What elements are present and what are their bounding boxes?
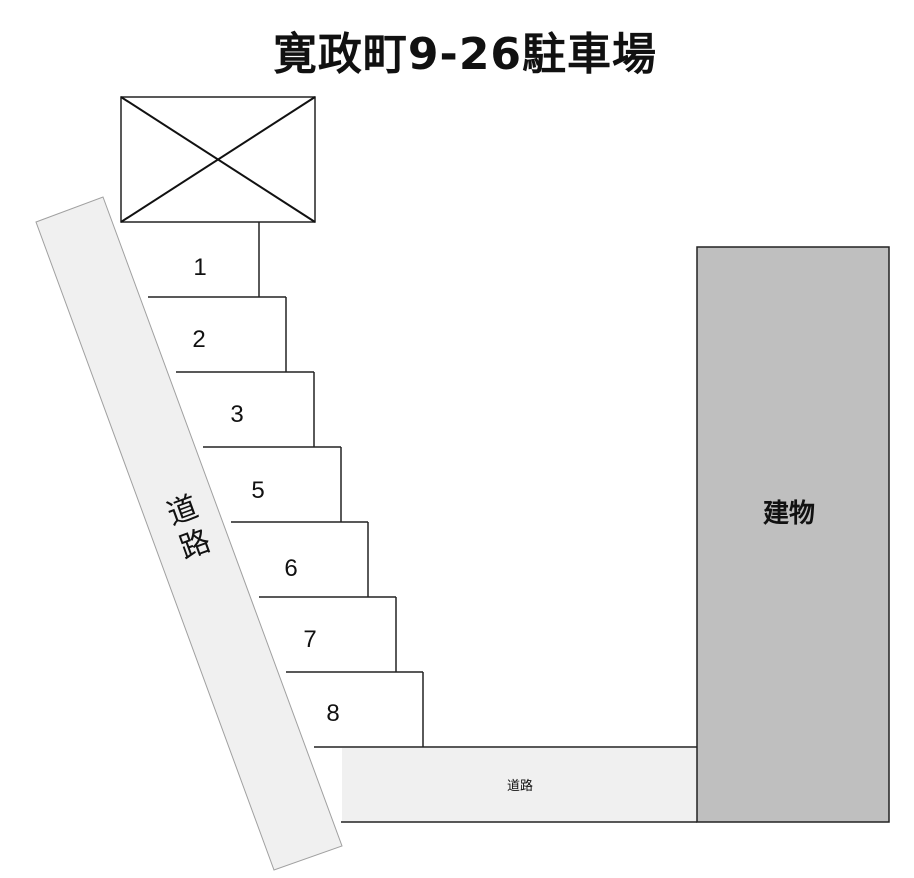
stall-2: 2 xyxy=(192,326,205,353)
stall-7: 7 xyxy=(303,626,316,653)
stall-3: 3 xyxy=(230,401,243,428)
stall-numbers: 1 2 3 5 6 7 8 xyxy=(192,254,339,727)
stall-6: 6 xyxy=(284,555,297,582)
building-label: 建物 xyxy=(763,499,815,529)
diagonal-road: 道 路 xyxy=(35,196,343,871)
stall-5: 5 xyxy=(251,477,264,504)
bottom-road: 道路 xyxy=(341,748,697,823)
bottom-road-label: 道路 xyxy=(507,778,533,794)
stall-1: 1 xyxy=(193,254,206,281)
page-title: 寛政町9-26駐車場 xyxy=(272,29,658,80)
building: 建物 xyxy=(696,246,890,823)
parking-stalls xyxy=(148,222,697,748)
unavailable-box xyxy=(120,96,316,223)
stall-8: 8 xyxy=(326,700,339,727)
